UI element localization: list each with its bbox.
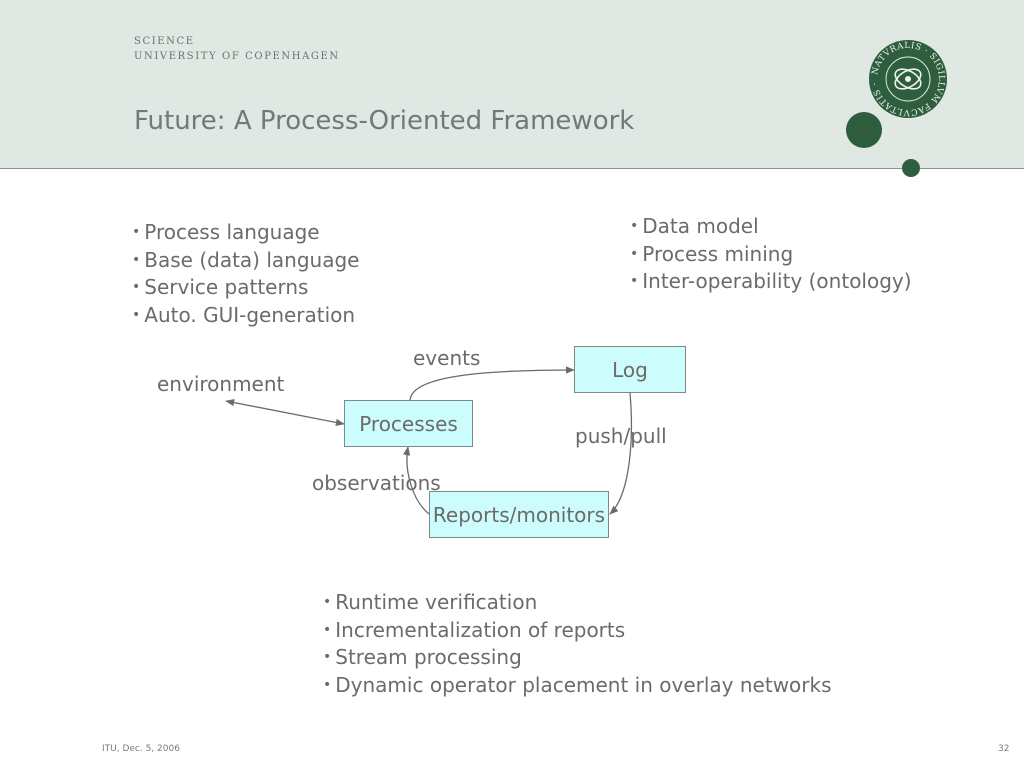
list-item: •Dynamic operator placement in overlay n… <box>323 672 832 697</box>
edge-label-events: events <box>413 346 481 370</box>
list-item: •Base (data) language <box>132 247 360 272</box>
page-number: 32 <box>998 744 1010 754</box>
node-log: Log <box>574 346 686 393</box>
edge-events <box>409 366 575 401</box>
institution-faculty: SCIENCE <box>134 36 195 47</box>
edge-observations <box>403 446 430 515</box>
bullet-list-data: •Data model •Process mining •Inter-opera… <box>630 213 912 296</box>
edge-label-push-pull: push/pull <box>575 424 667 448</box>
list-item: •Incrementalization of reports <box>323 617 626 642</box>
decorative-dot-small <box>902 159 920 177</box>
edge-label-environment: environment <box>157 372 285 396</box>
edge-environment <box>225 398 345 427</box>
bullet-list-languages: •Process language •Base (data) language … <box>132 219 359 329</box>
edge-push-pull <box>609 392 633 515</box>
list-item: •Runtime verification <box>323 590 538 614</box>
list-item: •Stream processing <box>323 645 522 669</box>
list-item: •Auto. GUI-generation <box>132 302 356 327</box>
header-divider <box>0 168 1024 169</box>
node-processes: Processes <box>344 400 473 447</box>
university-seal-logo: NATVRALIS · SIGILLVM FACVLTATIS · <box>869 40 947 118</box>
bullet-list-reports: •Runtime verification •Incrementalizatio… <box>323 589 832 699</box>
list-item: •Data model <box>630 214 759 238</box>
edge-label-observations: observations <box>312 471 441 495</box>
footer-date: ITU, Dec. 5, 2006 <box>102 744 180 754</box>
slide-title: Future: A Process-Oriented Framework <box>134 106 635 136</box>
decorative-dot-large <box>846 112 882 148</box>
list-item: •Inter-operability (ontology) <box>630 269 912 293</box>
list-item: •Process mining <box>630 241 794 266</box>
list-item: •Process language <box>132 220 320 244</box>
node-reports-monitors: Reports/monitors <box>429 491 609 538</box>
institution-university: UNIVERSITY OF COPENHAGEN <box>134 51 340 62</box>
list-item: •Service patterns <box>132 275 309 299</box>
